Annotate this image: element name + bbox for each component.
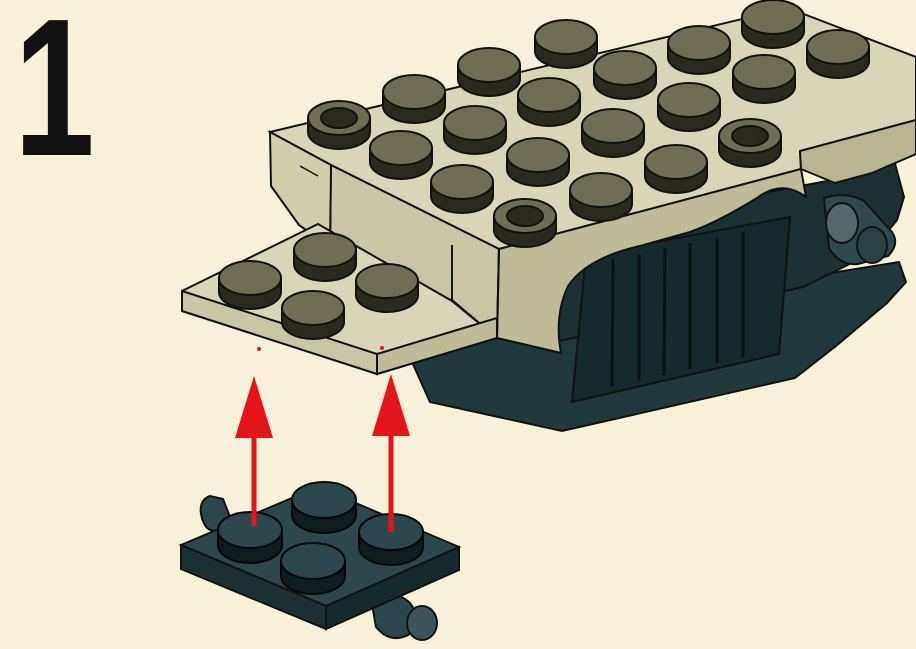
arrow-icon-left	[235, 376, 273, 526]
arrow-icon-right	[372, 374, 410, 532]
